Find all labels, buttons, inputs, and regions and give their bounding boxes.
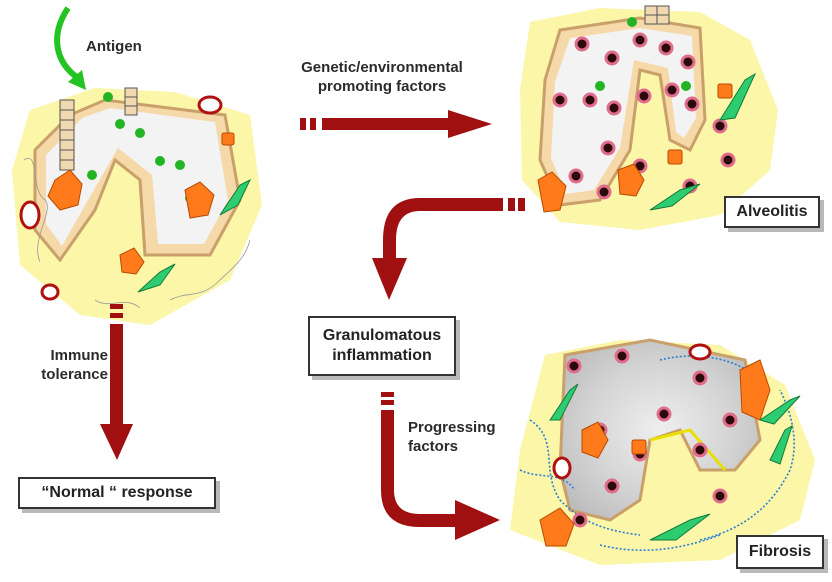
- interstitial-fibers: [23, 158, 251, 309]
- fibrotic-alveolus: [558, 338, 762, 522]
- epithelial-cell-column: [644, 5, 670, 25]
- alveolus-space: [551, 28, 696, 194]
- arrow-to-normal-response: [100, 304, 133, 460]
- red-blood-cells: [19, 95, 223, 301]
- granulomatous-inflammation-box: Granulomatous inflammation: [308, 316, 456, 376]
- antigen-arrow: [54, 6, 86, 90]
- yellow-border: [649, 428, 727, 471]
- antigen-particles: [87, 92, 195, 203]
- antigen-label: Antigen: [86, 38, 142, 55]
- fibrosis-box: Fibrosis: [736, 535, 824, 569]
- red-blood-cells: [552, 343, 712, 480]
- alveolus-antigen-panel: [12, 87, 262, 325]
- fibroblasts: [549, 383, 801, 541]
- alveolitis-box: Alveolitis: [724, 196, 820, 228]
- fibroblasts: [137, 178, 252, 293]
- macrophages: [537, 83, 733, 213]
- arrow-to-fibrosis: [381, 392, 500, 540]
- alveolitis-panel: [520, 5, 778, 230]
- macrophages: [47, 132, 235, 275]
- epithelial-cell-column: [59, 87, 138, 171]
- genetic-factors-label: Genetic/environmental promoting factors: [301, 59, 463, 95]
- progressing-factors-label: Progressing factors: [408, 419, 496, 455]
- arrow-to-granulomatous: [372, 198, 525, 300]
- macrophages: [539, 359, 771, 547]
- immune-tolerance-label: Immune tolerance: [41, 347, 108, 383]
- alveolus-space: [46, 108, 228, 246]
- normal-response-box: “Normal “ response: [18, 477, 216, 509]
- arrow-to-alveolitis: [300, 110, 492, 138]
- fibroblasts: [649, 72, 757, 211]
- antigen-particles: [595, 17, 691, 91]
- fibrosis-panel: [510, 338, 815, 565]
